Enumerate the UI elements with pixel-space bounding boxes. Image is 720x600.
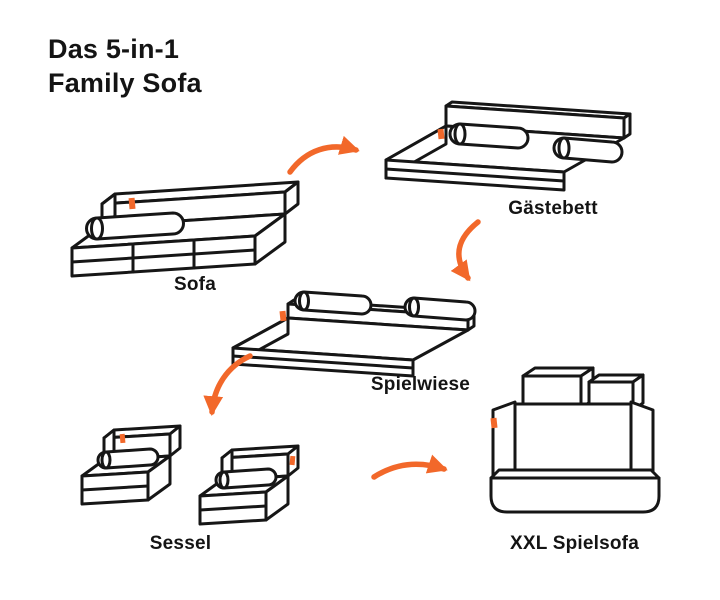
brand-tag	[437, 128, 445, 140]
figure-spielwiese	[228, 284, 493, 382]
sofa-illustration	[70, 180, 300, 278]
spielwiese-label: Spielwiese	[370, 374, 471, 395]
guest-bed-illustration	[384, 100, 632, 192]
xxl-play-sofa-illustration	[489, 366, 661, 514]
sessel-label: Sessel	[149, 533, 212, 554]
page-title: Das 5-in-1 Family Sofa	[48, 32, 202, 100]
brand-tag	[279, 310, 287, 322]
figure-sessel	[70, 414, 325, 526]
play-area-illustration	[231, 290, 477, 378]
gaestebett-label: Gästebett	[508, 198, 598, 219]
armchair-left	[80, 424, 182, 506]
brand-tag	[119, 433, 126, 444]
page-title-line-2: Family Sofa	[48, 68, 202, 99]
xxl-spielsofa-label: XXL Spielsofa	[510, 533, 639, 554]
arrow-sessel-to-xxl-spielsofa	[371, 454, 448, 480]
figure-gaestebett	[368, 98, 643, 200]
figure-sofa	[45, 170, 310, 278]
brand-tag	[128, 197, 136, 210]
sofa-label: Sofa	[174, 274, 216, 295]
armchairs-illustration	[80, 424, 300, 526]
brand-tag	[289, 455, 296, 466]
brand-tag	[490, 417, 498, 429]
arrow-gaestebett-to-spielwiese	[450, 219, 481, 282]
figure-xxl-spielsofa	[483, 362, 668, 520]
page-title-line-1: Das 5-in-1	[48, 34, 180, 64]
armchair-right	[198, 444, 300, 526]
arrow-sofa-to-gaestebett	[287, 135, 360, 175]
